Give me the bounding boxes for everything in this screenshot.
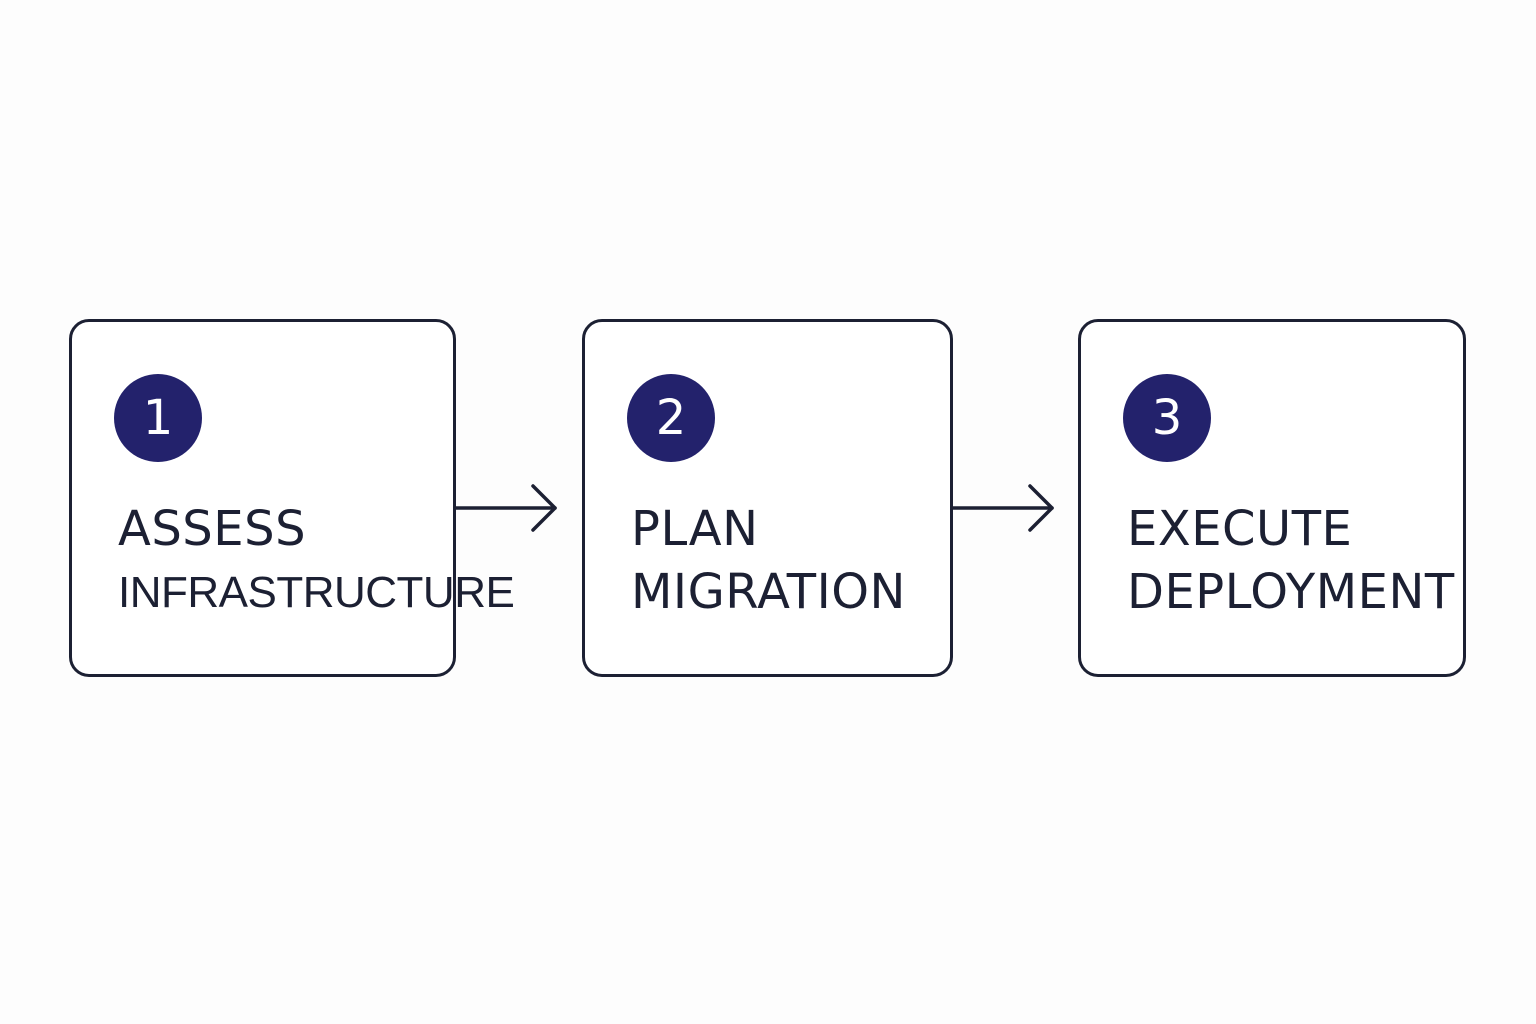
right-arrow-icon (950, 484, 1054, 532)
step-card-plan-migration: 2 PLAN MIGRATION (582, 319, 953, 677)
step-title: ASSESS INFRASTRUCTURE (118, 498, 515, 624)
step-number-badge: 1 (114, 374, 202, 462)
step-number-badge: 2 (627, 374, 715, 462)
step-title-line-2: INFRASTRUCTURE (118, 568, 515, 617)
step-title-line-1: EXECUTE (1127, 501, 1353, 557)
step-title-line-1: PLAN (631, 501, 759, 557)
right-arrow-icon (453, 484, 557, 532)
step-title: PLAN MIGRATION (631, 498, 906, 624)
step-card-execute-deployment: 3 EXECUTE DEPLOYMENT (1078, 319, 1466, 677)
step-card-assess-infrastructure: 1 ASSESS INFRASTRUCTURE (69, 319, 515, 677)
step-title-line-1: ASSESS (118, 501, 307, 557)
step-title-line-2: DEPLOYMENT (1127, 564, 1455, 620)
step-title: EXECUTE DEPLOYMENT (1127, 498, 1455, 624)
step-number-badge: 3 (1123, 374, 1211, 462)
step-title-line-2: MIGRATION (631, 564, 906, 620)
